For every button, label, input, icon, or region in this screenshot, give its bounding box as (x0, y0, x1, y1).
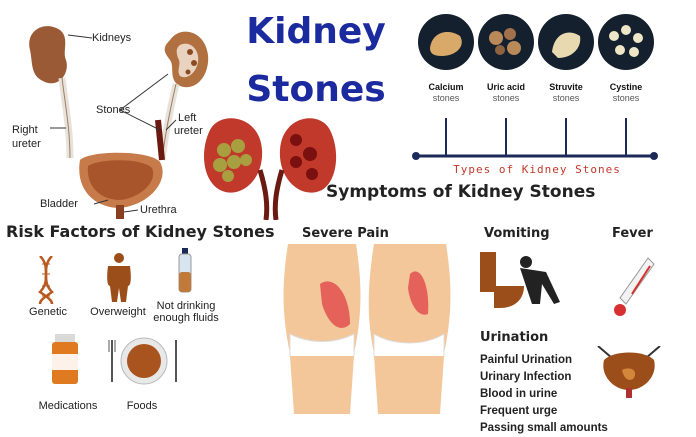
vomiting-icon (480, 252, 560, 308)
risk-not-drinking-label: Not drinking enough fluids (150, 300, 222, 324)
risk-foods-label: Foods (126, 400, 158, 412)
medication-bottle-icon (52, 334, 78, 384)
label-right-ureter-2: ureter (12, 138, 41, 150)
list-item: Painful Urination (480, 354, 572, 366)
overweight-person-icon (107, 253, 131, 302)
food-plate-icon (108, 337, 177, 385)
risk-not-drinking-line2: enough fluids (153, 312, 219, 324)
urination-heading: Urination (480, 330, 549, 345)
symptoms-heading: Symptoms of Kidney Stones (326, 182, 596, 202)
label-left-ureter-2: ureter (174, 125, 203, 137)
risk-not-drinking-line1: Not drinking (156, 300, 216, 312)
risk-overweight-label: Overweight (90, 306, 146, 318)
list-item: Blood in urine (480, 388, 558, 400)
page-title-line2: Stones (246, 69, 386, 110)
list-item: Passing small amounts (480, 422, 608, 434)
water-bottle-icon (178, 248, 192, 293)
dna-icon (38, 256, 54, 304)
severe-pain-illustration (283, 244, 451, 414)
vomiting-heading: Vomiting (484, 226, 550, 241)
urinary-system-illustration (29, 26, 209, 219)
label-bladder: Bladder (40, 198, 78, 210)
stone-types-heading: Types of Kidney Stones (453, 163, 621, 176)
severe-pain-heading: Severe Pain (302, 226, 389, 241)
label-right-ureter-1: Right (12, 124, 38, 136)
urination-symptom-list: Painful Urination Urinary Infection Bloo… (480, 352, 608, 437)
label-stones: Stones (96, 104, 131, 116)
thermometer-icon (614, 257, 655, 316)
label-kidneys: Kidneys (92, 32, 132, 44)
list-item: Frequent urge (480, 405, 558, 417)
page-title-line1: Kidney (246, 11, 386, 52)
fever-heading: Fever (612, 226, 653, 241)
list-item: Urinary Infection (480, 371, 572, 383)
label-urethra: Urethra (140, 204, 177, 216)
bladder-icon (597, 346, 661, 398)
risk-genetic-label: Genetic (29, 306, 67, 318)
kidney-stone-cross-section (204, 118, 337, 220)
stone-types-timeline (412, 14, 658, 160)
label-left-ureter-1: Left (178, 112, 197, 124)
risk-medications-label: Medications (38, 400, 98, 412)
right-kidney-shape (29, 26, 67, 84)
risk-factors-heading: Risk Factors of Kidney Stones (6, 222, 275, 241)
